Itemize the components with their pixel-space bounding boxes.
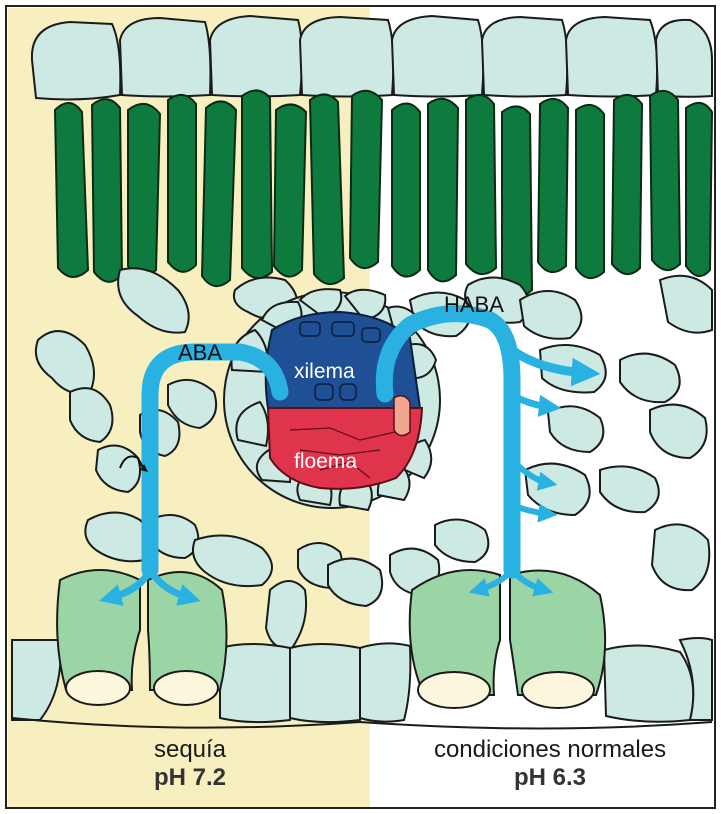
drought-condition-label: sequía pH 7.2 xyxy=(80,736,300,792)
haba-label: HABA xyxy=(444,292,504,318)
normal-ph-text: pH 6.3 xyxy=(400,764,700,792)
drought-ph-text: pH 7.2 xyxy=(80,764,300,792)
normal-condition-text: condiciones normales xyxy=(400,736,700,764)
upper-epidermis xyxy=(32,16,712,99)
xylem-label: xilema xyxy=(294,360,355,384)
companion-cell xyxy=(394,396,410,436)
aba-label: ABA xyxy=(178,340,222,366)
drought-condition-text: sequía xyxy=(80,736,300,764)
normal-condition-label: condiciones normales pH 6.3 xyxy=(400,736,700,792)
phloem-label: floema xyxy=(294,450,357,474)
